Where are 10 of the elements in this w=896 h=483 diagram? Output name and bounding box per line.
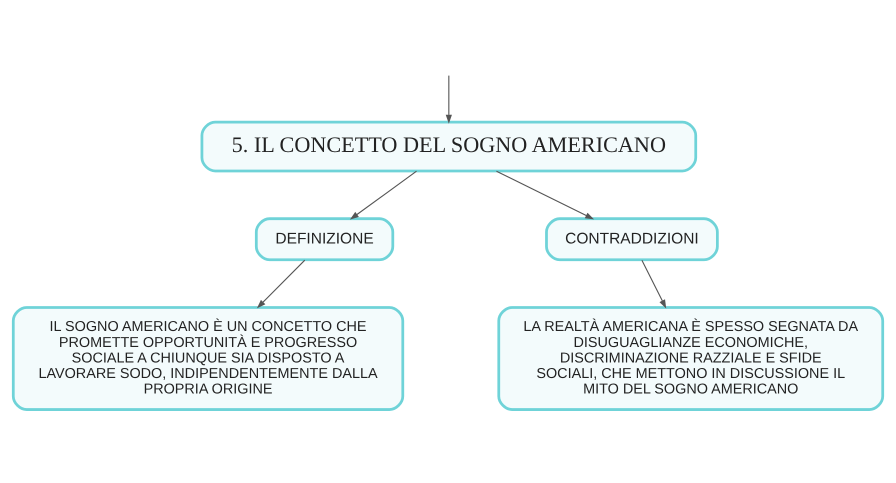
node-box: LA REALTÀ AMERICANA È SPESSO SEGNATA DA DISUGUAGLIANZE ECONOMICHE, DISCRIMINAZIONE RAZZIALE E SFIDE SOCIALI, CHE METTONO IN DISCUSSIONE IL MITO DEL SOGNO AMERICANO bbox=[497, 306, 884, 410]
arrow bbox=[641, 259, 666, 308]
arrow bbox=[496, 170, 594, 219]
arrow bbox=[256, 259, 306, 308]
arrow bbox=[350, 170, 417, 220]
node-box: 5. IL CONCETTO DEL SOGNO AMERICANO bbox=[200, 120, 698, 172]
node-box: IL SOGNO AMERICANO È UN CONCETTO CHE PROMETTE OPPORTUNITÀ E PROGRESSO SOCIALE A CHIUNQUE SIA DISPOSTO A LAVORARE SODO, INDIPENDENTEMENTE DALLA PROPRIA ORIGINE bbox=[12, 306, 404, 410]
arrow bbox=[446, 75, 452, 124]
node-box: DEFINIZIONE bbox=[254, 216, 394, 261]
node-box: CONTRADDIZIONI bbox=[545, 216, 719, 261]
